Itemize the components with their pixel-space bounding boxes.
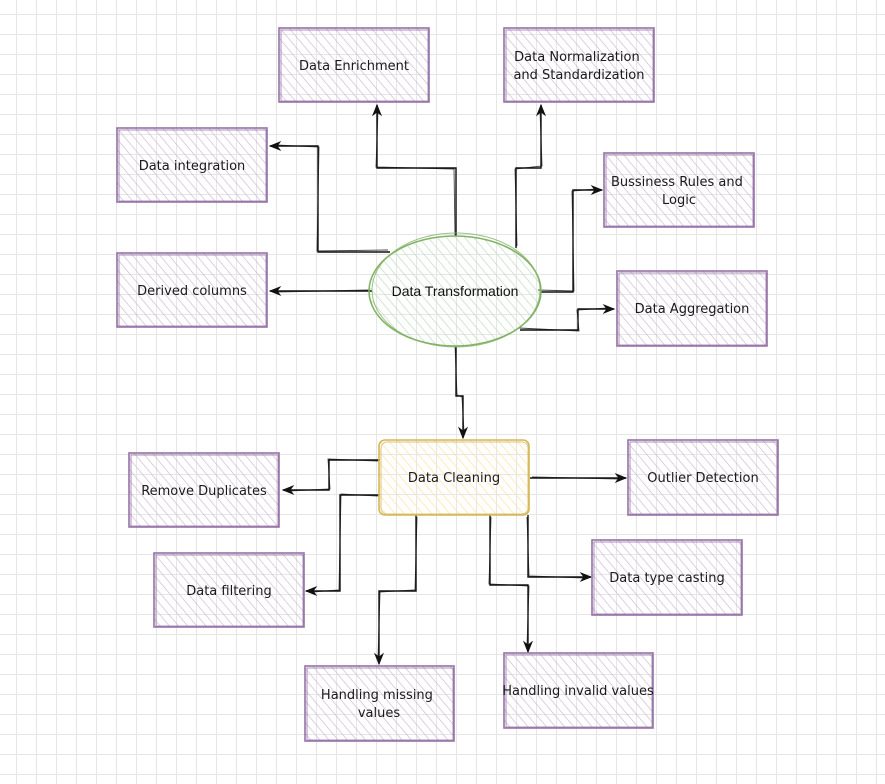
- node-normalization: Data Normalization and Standardization: [503, 27, 655, 103]
- edge-to-integration: [268, 140, 390, 253]
- node-business-rules-label-line2: Logic: [662, 193, 696, 208]
- node-normalization-label-line1: Data Normalization: [514, 50, 640, 65]
- node-duplicates: Remove Duplicates: [128, 452, 280, 528]
- node-missing-label-line1: Handling missing: [321, 688, 433, 703]
- node-missing-label-line2: values: [358, 706, 401, 721]
- edge-to-duplicates: [281, 459, 380, 496]
- node-aggregation-label: Data Aggregation: [635, 302, 750, 317]
- node-duplicates-label: Remove Duplicates: [141, 484, 267, 499]
- node-derived-label: Derived columns: [137, 284, 247, 299]
- svg-text:Data Normalization and S: Data Normalization and Standardization: [513, 50, 644, 83]
- edge-to-normalization: [515, 103, 547, 248]
- node-integration: Data integration: [116, 127, 268, 203]
- svg-text:Handling missing values: Handling missing values: [321, 688, 437, 721]
- svg-text:Bussiness Rules and Logi: Bussiness Rules and Logic: [611, 175, 747, 208]
- node-enrichment-label: Data Enrichment: [299, 59, 409, 74]
- edge-to-business-rules: [540, 184, 604, 293]
- node-invalid-label: Handling invalid values: [502, 684, 654, 699]
- edge-to-invalid: [489, 515, 534, 654]
- node-filtering-label: Data filtering: [186, 584, 272, 599]
- cleaning-node-label: Data Cleaning: [408, 471, 500, 486]
- node-outliers-label: Outlier Detection: [647, 471, 758, 486]
- edge-to-type-casting: [527, 515, 593, 583]
- node-aggregation: Data Aggregation: [616, 270, 768, 347]
- node-derived: Derived columns: [116, 252, 268, 328]
- edge-to-missing: [373, 515, 417, 666]
- node-type-casting-label: Data type casting: [609, 571, 724, 586]
- edges: [268, 103, 628, 666]
- center-node-label: Data Transformation: [392, 283, 519, 299]
- node-enrichment: Data Enrichment: [278, 27, 430, 103]
- center-node: Data Transformation: [368, 232, 542, 348]
- node-normalization-label-line2: and Standardization: [513, 68, 644, 83]
- node-missing: Handling missing values: [304, 665, 455, 742]
- node-business-rules: Bussiness Rules and Logic: [603, 152, 755, 228]
- node-filtering: Data filtering: [153, 552, 305, 628]
- edge-to-enrichment: [371, 103, 457, 236]
- node-type-casting: Data type casting: [591, 539, 743, 616]
- cleaning-node: Data Cleaning: [378, 439, 530, 516]
- node-outliers: Outlier Detection: [627, 439, 779, 516]
- node-invalid: Handling invalid values: [502, 652, 654, 729]
- node-business-rules-label-line1: Bussiness Rules and: [611, 175, 743, 190]
- node-integration-label: Data integration: [139, 159, 246, 174]
- edge-to-filtering: [304, 494, 380, 597]
